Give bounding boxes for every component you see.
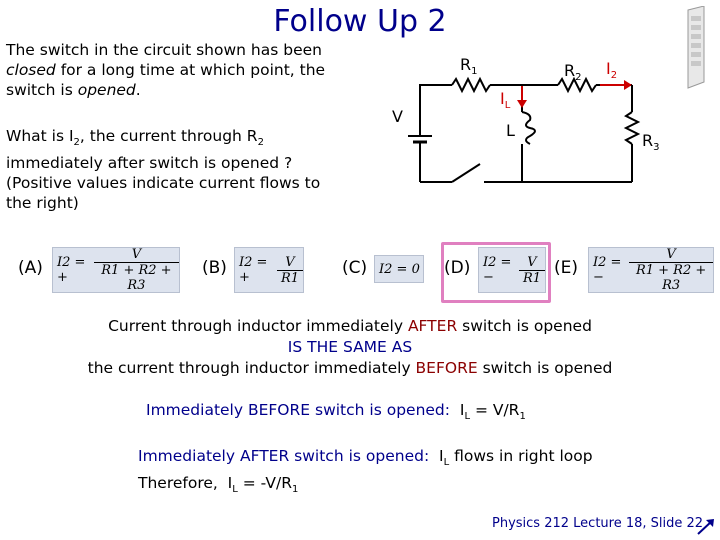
circuit-diagram: R1 R2 I2 IL L R3 V [392, 55, 660, 183]
label-r2: R2 [564, 61, 582, 83]
label-r1: R1 [460, 55, 478, 77]
label-i2: I2 [606, 59, 617, 81]
next-slide-arrow-icon[interactable] [696, 518, 716, 536]
slide-title: Follow Up 2 [273, 4, 447, 39]
explanation-before: Immediately BEFORE switch is opened: IL … [146, 401, 526, 423]
explanation-main: Current through inductor immediately AFT… [87, 317, 613, 377]
option-a-label[interactable]: (A) [18, 258, 43, 278]
question-prompt: What is I2, the current through R2 immed… [6, 127, 321, 213]
label-l: L [506, 121, 515, 140]
option-d-label[interactable]: (D) [444, 258, 471, 278]
option-e-label[interactable]: (E) [554, 258, 579, 278]
option-b-label[interactable]: (B) [202, 258, 227, 278]
question-text: The switch in the circuit shown has been… [6, 41, 326, 99]
option-c-formula[interactable]: I2 = 0 [374, 255, 424, 283]
option-c-label[interactable]: (C) [342, 258, 368, 278]
explanation-after: Immediately AFTER switch is opened: IL f… [138, 447, 593, 496]
slide-nav-widget[interactable] [678, 5, 705, 89]
label-v: V [392, 107, 403, 126]
label-r3: R3 [642, 131, 660, 153]
label-il: IL [500, 89, 511, 111]
option-d-selected-box[interactable] [441, 242, 551, 303]
slide-footer: Physics 212 Lecture 18, Slide 22 [492, 516, 704, 531]
